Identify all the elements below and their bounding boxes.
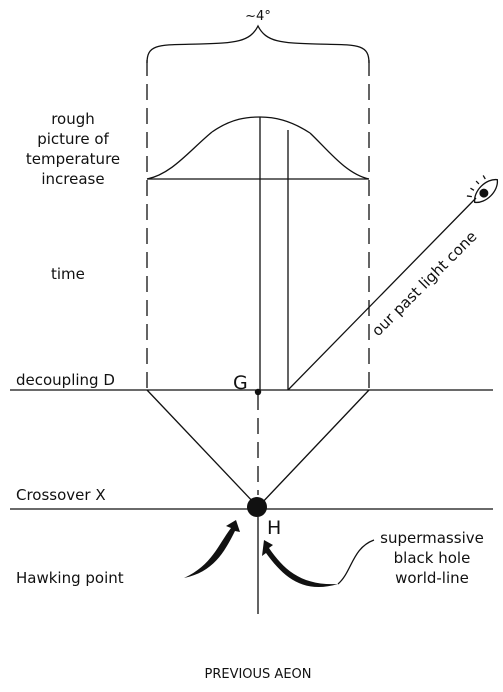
hawking-point-arrow	[184, 520, 240, 578]
point-g-dot	[254, 388, 262, 396]
light-cone-label: our past light cone	[368, 227, 480, 339]
supermassive-label-line2: black hole	[394, 549, 471, 567]
temperature-label-line2: picture of	[37, 130, 109, 148]
past-light-cone-line	[287, 197, 477, 391]
temperature-curve-tail-right	[309, 132, 370, 180]
black-hole-arrow-tail	[337, 539, 375, 585]
point-g-label: G	[233, 372, 248, 394]
temperature-label-line4: increase	[41, 170, 104, 188]
temperature-label-line3: temperature	[26, 150, 120, 168]
angle-label: ~4°	[245, 9, 271, 24]
point-h-label: H	[267, 517, 281, 539]
temperature-curve-peak	[211, 116, 311, 134]
hawking-point-dot	[247, 497, 267, 517]
supermassive-label-line1: supermassive	[380, 529, 484, 547]
right-converging-line	[258, 389, 370, 507]
black-hole-arrow	[262, 540, 338, 588]
temperature-label-line1: rough	[51, 110, 95, 128]
left-converging-line	[146, 389, 258, 507]
time-label: time	[51, 265, 85, 283]
hawking-point-label: Hawking point	[16, 569, 124, 587]
eye-icon	[466, 175, 498, 203]
decoupling-label: decoupling D	[16, 371, 115, 389]
angle-brace	[146, 24, 370, 64]
crossover-label: Crossover X	[16, 486, 106, 504]
previous-aeon-label: PREVIOUS AEON	[204, 667, 311, 682]
temperature-curve-tail-left	[146, 131, 213, 180]
supermassive-label-line3: world-line	[395, 569, 469, 587]
